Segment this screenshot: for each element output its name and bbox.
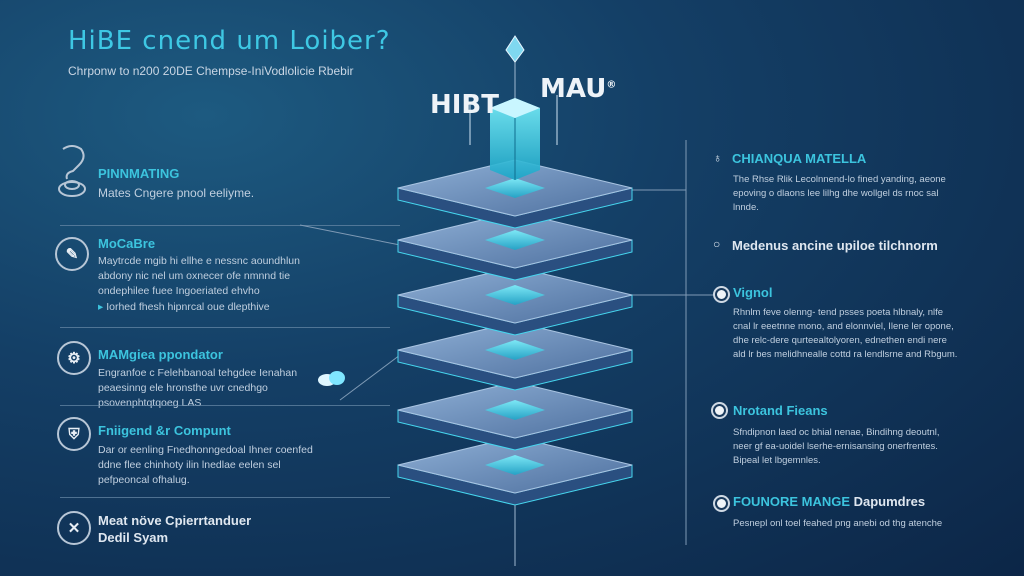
stack-label-right: MAU® (540, 74, 616, 104)
left-item-text: Engranfoe c Felehbanoal tehgdee Ienahan … (98, 367, 298, 409)
chat-bubble-icon: ✎ (55, 237, 89, 271)
right-item-text: Pesnepl onl toel feahed png anebi od thg… (733, 518, 943, 529)
right-item-title-group: FOUNORE MANGE Dapumdres (733, 494, 925, 509)
circle-icon: ○ (713, 237, 721, 251)
tower-block (490, 98, 540, 180)
right-item-text: The Rhse Rlik Lecolnnend-lo fined yandin… (733, 174, 946, 213)
timeline-dot (715, 288, 728, 301)
right-item-text: Rhnlm feve olenng- tend psses poeta hlbn… (733, 307, 958, 360)
stack-label-left: HIBT (430, 90, 499, 120)
divider (60, 225, 400, 226)
right-item-title: Vignol (733, 285, 773, 300)
page-title: HiBE cnend um Loiber? (68, 26, 391, 56)
stack-layer (397, 211, 633, 281)
stack-layer (397, 321, 633, 391)
left-item-bullet: ▸ Iorhed fhesh hipnrcal oue dlepthive (98, 301, 270, 313)
left-item-text: Mates Cngere pnool eeliyme. (98, 186, 255, 200)
stack-label-right-text: MAU (540, 74, 607, 104)
crystal-icon (505, 35, 525, 63)
registered-mark: ® (606, 79, 617, 91)
timeline-dot (713, 404, 726, 417)
left-item-title: PINNMATING (98, 166, 180, 181)
right-item-title: Nrotand Fieans (733, 403, 828, 418)
close-icon: ✕ (57, 511, 91, 545)
left-item-title: Fniigend &r Compunt (98, 423, 231, 438)
right-item-title: FOUNORE MANGE (733, 494, 850, 509)
stack-layer (397, 381, 633, 451)
divider (60, 327, 390, 328)
right-item-title: CHIANQUA MATELLA (732, 151, 867, 166)
right-item-title-suffix: Dapumdres (853, 494, 926, 509)
left-item-title: Meat növe Cpierrtanduer (98, 513, 252, 528)
stack-layer (397, 436, 633, 506)
cloud-icon (318, 371, 345, 386)
right-item-text: Sfndipnon laed oc bhial nenae, Bindihng … (733, 427, 940, 466)
left-item-title: MoCaBre (98, 236, 156, 251)
left-item-text: Dar or eenling Fnedhonngedoal Ihner coen… (98, 444, 313, 486)
page-subtitle: Chrponw to n200 20DE Chempse-IniVodlolic… (68, 64, 354, 78)
stack-layer (397, 266, 633, 336)
stack-layer (397, 159, 633, 229)
right-item-title: Medenus ancine upiloe tilchnorm (732, 238, 938, 253)
gear-icon: ⚙ (57, 341, 91, 375)
timeline-dot (715, 497, 728, 510)
shield-icon: ⛨ (57, 417, 91, 451)
divider (60, 405, 390, 406)
divider (60, 497, 390, 498)
left-item-title: MAMgiea ppondator (98, 347, 223, 362)
left-item-subtitle: Dedil Syam (98, 530, 169, 545)
lightbulb-head-icon (55, 145, 89, 205)
bulb-icon: ♁ (713, 151, 722, 165)
left-item-text: Maytrcde mgib hi ellhe e nessnc aoundhlu… (98, 255, 300, 297)
bullet-text: Iorhed fhesh hipnrcal oue dlepthive (106, 301, 270, 313)
